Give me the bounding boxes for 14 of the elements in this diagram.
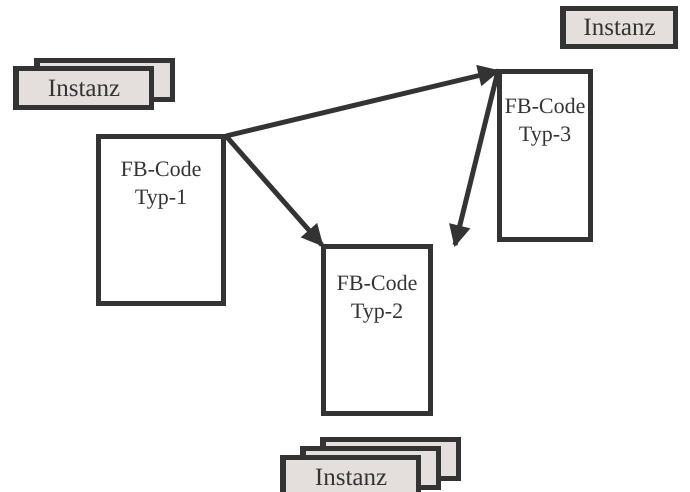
code-box <box>96 134 226 306</box>
instance-label: Instanz <box>48 76 120 100</box>
card-stack <box>13 58 175 110</box>
code-label: FB-Code Typ-1 <box>120 155 202 210</box>
instance-label: Instanz <box>583 15 656 40</box>
instance-card <box>560 6 678 49</box>
arrow <box>224 134 324 247</box>
code-box <box>321 244 433 416</box>
code-label: FB-Code Typ-3 <box>504 92 586 147</box>
arrow <box>225 64 500 138</box>
code-label: FB-Code Typ-2 <box>336 269 418 324</box>
code-box <box>497 69 593 242</box>
instance-label: Instanz <box>314 464 388 490</box>
card-stack <box>280 437 461 492</box>
